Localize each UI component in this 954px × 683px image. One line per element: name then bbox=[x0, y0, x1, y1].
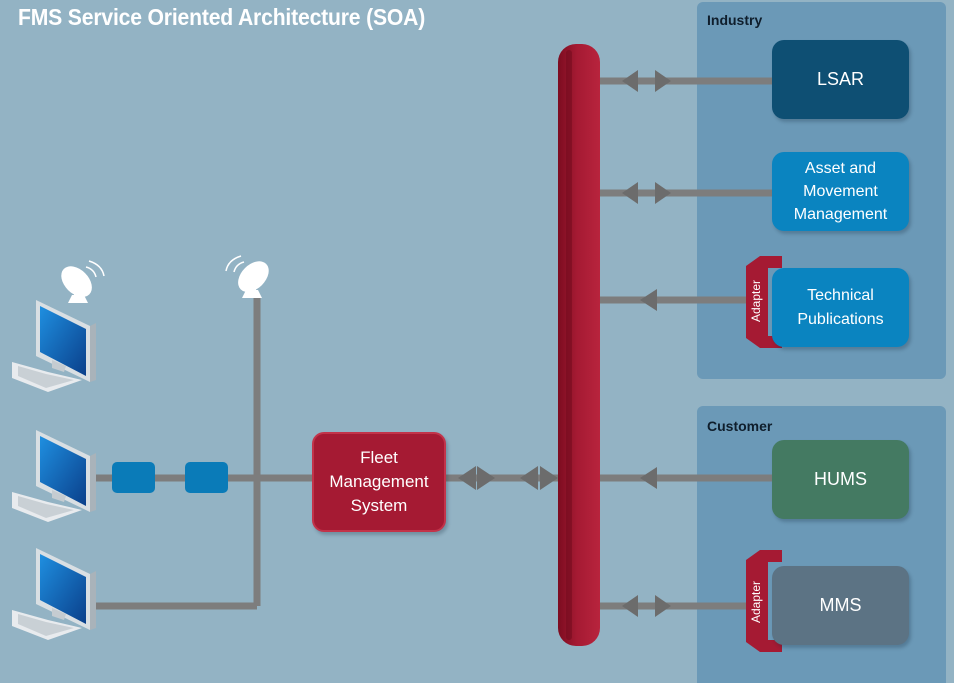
mms-label: MMS bbox=[819, 595, 862, 616]
arrow-left-lsar bbox=[622, 70, 638, 92]
hums-box: HUMS bbox=[772, 440, 909, 519]
arrow-right-lsar bbox=[655, 70, 671, 92]
lsar-box: LSAR bbox=[772, 40, 909, 119]
arrow-left-asset bbox=[622, 182, 638, 204]
arrow-left-hums bbox=[640, 467, 657, 489]
technical-label-line-2: Publications bbox=[797, 310, 884, 328]
arrowheads bbox=[458, 70, 671, 617]
customer-label: Customer bbox=[707, 418, 773, 434]
arrow-left-technical bbox=[640, 289, 657, 311]
network-node-icon bbox=[112, 462, 155, 493]
asset-label-line-3: Management bbox=[793, 206, 888, 224]
fleet-label-line-1: Fleet bbox=[360, 448, 398, 468]
arrow-right-bus bbox=[540, 466, 558, 490]
enterprise-bus bbox=[558, 44, 600, 646]
hums-label: HUMS bbox=[814, 469, 867, 490]
satellite-dish-icon bbox=[61, 260, 105, 303]
fleet-label-line-2: Management bbox=[329, 472, 429, 492]
arrow-left-bus-a bbox=[520, 466, 538, 490]
arrow-left-fleet bbox=[458, 466, 476, 490]
asset-label-line-1: Asset and bbox=[804, 159, 877, 177]
computer-icon bbox=[12, 430, 96, 522]
industry-label: Industry bbox=[707, 12, 763, 28]
technical-label-line-1: Technical bbox=[807, 286, 874, 304]
network-node-icon bbox=[185, 462, 228, 493]
arrow-right-asset bbox=[655, 182, 671, 204]
arrow-left-mms bbox=[622, 595, 638, 617]
computer-icon bbox=[12, 300, 96, 392]
asset-movement-box: Asset and Movement Management bbox=[772, 152, 909, 231]
page-title: FMS Service Oriented Architecture (SOA) bbox=[18, 4, 426, 30]
mms-box: MMS bbox=[772, 566, 909, 645]
computer-icon bbox=[12, 548, 96, 640]
arrow-right-fleet-a bbox=[477, 466, 495, 490]
arrow-right-mms bbox=[655, 595, 671, 617]
technical-publications-box: Technical Publications bbox=[772, 268, 909, 347]
fleet-label-line-3: System bbox=[350, 495, 408, 515]
fleet-management-system-box: Fleet Management System bbox=[312, 432, 446, 532]
satellite-dish-icon bbox=[225, 255, 269, 298]
asset-label-line-2: Movement bbox=[803, 182, 878, 200]
lsar-label: LSAR bbox=[816, 69, 865, 90]
adapter-label-mms: Adapter bbox=[749, 580, 763, 624]
adapter-label-technical: Adapter bbox=[749, 279, 763, 323]
